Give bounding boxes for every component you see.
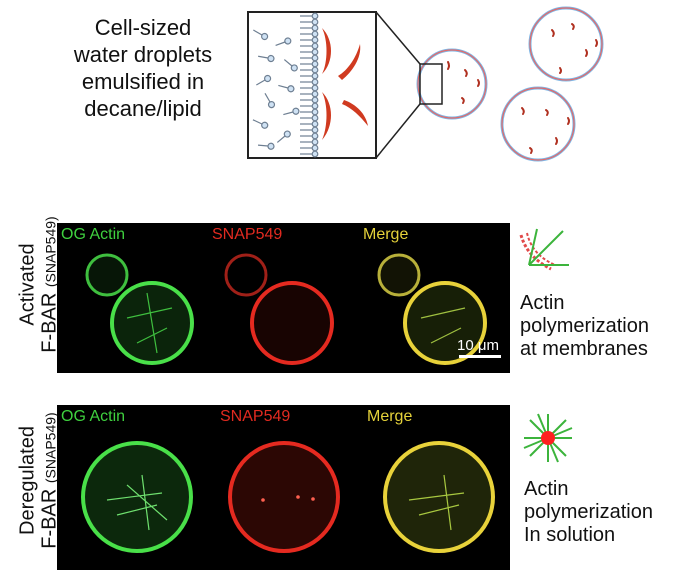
deregulated-description: Actin polymerization In solution — [524, 478, 653, 546]
droplet-schematic — [247, 6, 604, 162]
zoom-line-top — [375, 11, 421, 65]
droplets — [416, 6, 604, 162]
micrograph-merge-deregulated — [383, 441, 495, 553]
schematic-line-1: Cell-sized — [94, 15, 192, 40]
schematic-description: Cell-sized water droplets emulsified in … — [38, 14, 248, 122]
panel-deregulated-merge: Merge — [359, 405, 510, 570]
micrograph-snap-deregulated — [228, 441, 340, 553]
free-lipids — [252, 29, 300, 150]
panel-deregulated-snap: SNAP549 — [208, 405, 359, 570]
micrograph-snap-activated — [224, 253, 334, 365]
solution-polymerization-icon — [523, 413, 573, 463]
lipid-molecule — [300, 48, 319, 56]
zoom-line-bottom — [375, 103, 421, 159]
activated-description: Actin polymerization at membranes — [520, 292, 649, 360]
zoom-region — [419, 63, 443, 105]
panel-activated-actin: OG Actin — [57, 223, 208, 373]
micrograph-actin-activated — [85, 253, 194, 365]
channel-label-actin-2: OG Actin — [61, 408, 126, 425]
row-label-activated: Activated F-BAR (SNAP549) — [16, 216, 61, 353]
lipid-molecule — [300, 24, 319, 32]
fbar-bound-2 — [322, 92, 331, 140]
fbar-free-1 — [338, 44, 361, 80]
schematic-line-2: water droplets — [73, 42, 213, 67]
zoom-box — [247, 11, 377, 159]
panel-deregulated-actin: OG Actin — [57, 405, 208, 570]
droplet-proteins — [447, 23, 598, 154]
fbar-bound-1 — [322, 28, 331, 74]
scale-bar-label: 10 μm — [457, 337, 499, 354]
channel-label-merge-2: Merge — [367, 408, 413, 425]
lipid-monolayer — [300, 12, 319, 158]
fbar-free-2 — [342, 100, 368, 126]
channel-label-actin: OG Actin — [61, 226, 126, 243]
panel-activated-snap: SNAP549 — [208, 223, 359, 373]
lipid-molecule — [300, 150, 319, 158]
lipid-molecule — [300, 102, 319, 110]
scale-bar — [459, 355, 501, 358]
channel-label-merge: Merge — [363, 226, 409, 243]
lipid-molecule — [300, 96, 319, 104]
lipid-molecule — [300, 54, 319, 62]
panel-activated-merge: Merge 10 μm — [359, 223, 510, 373]
membrane-polymerization-icon — [519, 228, 569, 271]
row-label-deregulated: Deregulated F-BAR (SNAP549) — [16, 412, 61, 549]
schematic-line-3: emulsified in — [81, 69, 205, 94]
fbar-proteins — [322, 28, 368, 140]
channel-label-snap-2: SNAP549 — [220, 408, 291, 425]
micrograph-merge-activated — [377, 253, 487, 365]
micrograph-actin-deregulated — [81, 441, 193, 553]
schematic-line-4: decane/lipid — [84, 96, 202, 121]
channel-label-snap: SNAP549 — [212, 226, 283, 243]
